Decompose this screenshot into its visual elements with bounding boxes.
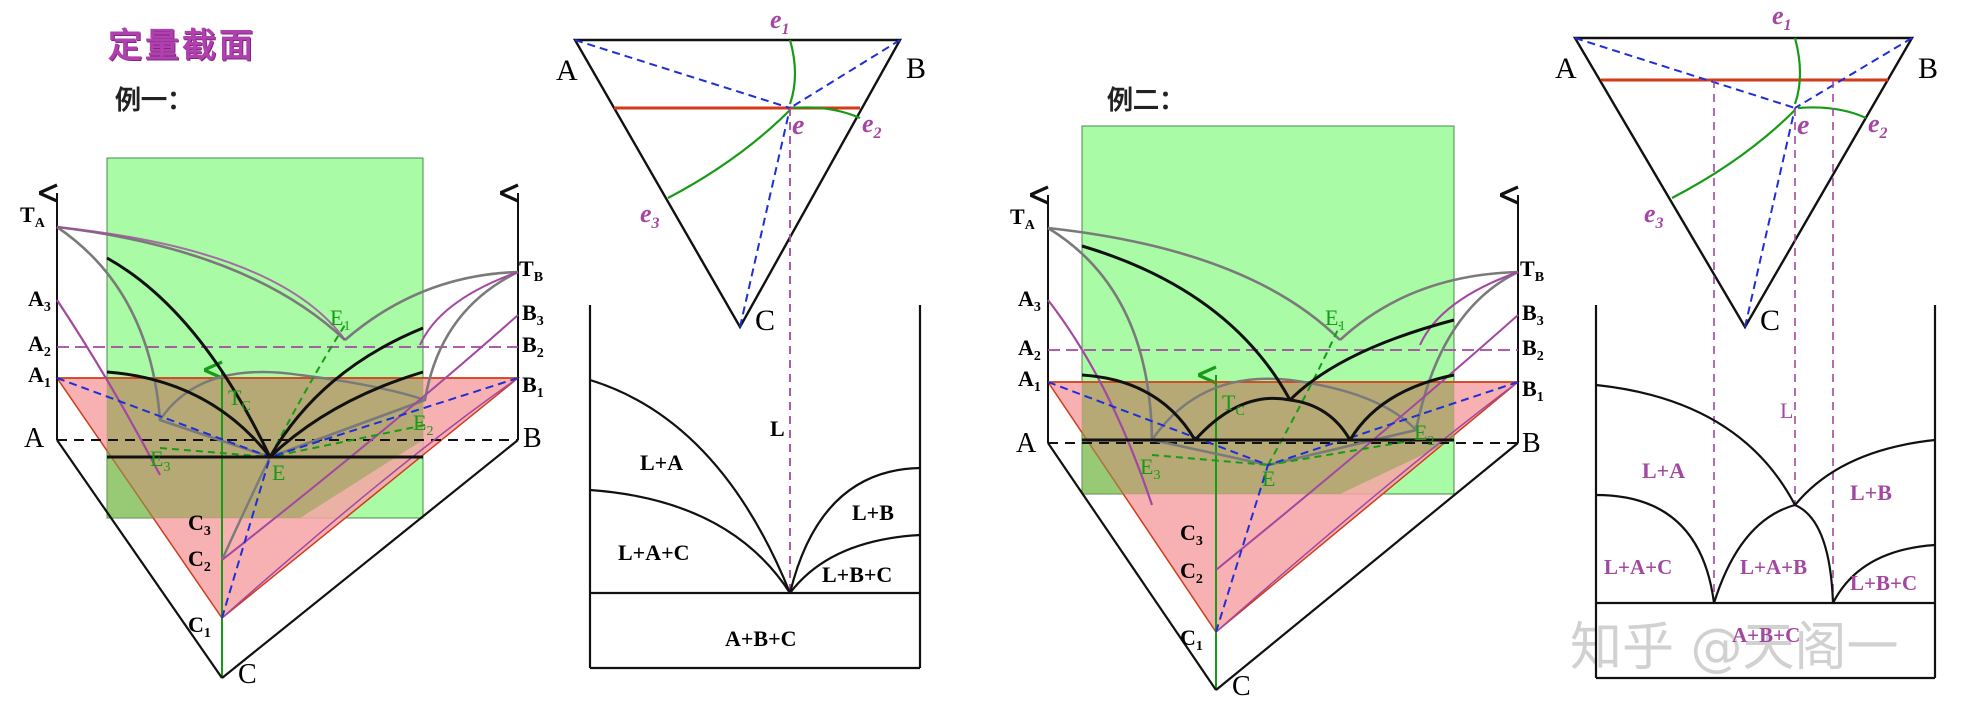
label-A3-1: A3	[28, 286, 51, 315]
label-B2-2: B2	[1522, 335, 1544, 364]
label-TA-2: TA	[1010, 204, 1036, 233]
label-A2-1: A2	[28, 331, 51, 360]
label-A2-2: A2	[1018, 335, 1041, 364]
label-B1-1: B1	[522, 372, 544, 401]
label-TC-1: TC	[228, 385, 251, 414]
section-example-1: L L+A L+B L+A+C L+B+C A+B+C	[588, 305, 922, 670]
label-C3-1: C3	[188, 510, 211, 539]
section-example-2: L L+A L+B L+A+C L+A+B L+B+C A+B+C	[1594, 305, 1937, 680]
label-TA-1: TA	[20, 202, 46, 231]
label-C1-2: C1	[1180, 625, 1203, 654]
label-E3-2: E3	[1140, 454, 1160, 483]
label-e-t2: e	[1797, 110, 1809, 141]
prism-example-2: A B C TA TB A3 A2 A1 B3 B2 B1 C1 C2 C3 E…	[1010, 125, 1544, 702]
label-A1-1: A1	[28, 362, 51, 391]
region-LB-2: L+B	[1850, 480, 1892, 505]
label-E-1: E	[272, 460, 285, 485]
label-B2-1: B2	[522, 332, 544, 361]
label-A3-2: A3	[1018, 286, 1041, 315]
label-e3-t2: e3	[1644, 199, 1664, 232]
triangle-example-2: A B C e1 e2 e3 e	[1555, 1, 1938, 600]
label-E2-1: E2	[413, 410, 433, 439]
triangle-example-1: A B C e1 e2 e3 e	[556, 5, 926, 590]
region-LBC-2: L+B+C	[1850, 571, 1917, 595]
label-e2-t1: e2	[862, 109, 882, 142]
label-B-2: B	[1522, 428, 1541, 459]
label-e1-t1: e1	[770, 5, 790, 38]
label-A-1: A	[24, 423, 45, 454]
label-E-2: E	[1262, 466, 1275, 491]
region-L-1: L	[770, 416, 785, 441]
label-C3-2: C3	[1180, 520, 1203, 549]
example-1-label: 例一：	[115, 86, 194, 116]
label-C1-1: C1	[188, 612, 211, 641]
label-e3-t1: e3	[640, 199, 660, 232]
label-C-2: C	[1232, 671, 1251, 702]
label-A-2: A	[1016, 428, 1037, 459]
label-C2-1: C2	[188, 546, 211, 575]
label-TB-1: TB	[519, 256, 543, 285]
label-B-1: B	[523, 423, 542, 454]
label-C-t1: C	[755, 304, 775, 337]
prism-example-1: A B C TA TB A3 A2 A1 B3 B2 B1 C1 C2 C3 E…	[20, 157, 544, 690]
watermark: 知乎 @天阁一	[1570, 618, 1899, 678]
label-E1-1: E1	[330, 305, 350, 334]
region-LA-1: L+A	[640, 450, 683, 475]
label-C2-2: C2	[1180, 558, 1203, 587]
label-C-t2: C	[1760, 304, 1780, 337]
label-e1-t2: e1	[1772, 1, 1792, 34]
label-e2-t2: e2	[1868, 109, 1888, 142]
region-LA-2: L+A	[1642, 458, 1685, 483]
region-LAB-2: L+A+B	[1740, 555, 1807, 579]
label-A-t2: A	[1555, 52, 1577, 85]
region-ABC-1: A+B+C	[725, 626, 797, 651]
label-A-t1: A	[556, 54, 578, 87]
label-E2-2: E2	[1414, 420, 1434, 449]
region-LBC-1: L+B+C	[822, 562, 892, 587]
label-B1-2: B1	[1522, 376, 1544, 405]
example-2-label: 例二：	[1107, 86, 1186, 116]
label-C-1: C	[238, 659, 257, 690]
label-TC-2: TC	[1222, 390, 1245, 419]
label-B-t2: B	[1918, 52, 1938, 85]
label-TB-2: TB	[1520, 256, 1544, 285]
label-B3-1: B3	[522, 300, 544, 329]
label-e-t1: e	[792, 110, 804, 141]
label-B3-2: B3	[1522, 300, 1544, 329]
label-A1-2: A1	[1018, 366, 1041, 395]
region-L-2: L	[1780, 398, 1793, 423]
diagram-title: 定量截面	[108, 26, 256, 66]
region-ABC-2: A+B+C	[1732, 623, 1800, 647]
label-E3-1: E3	[150, 446, 170, 475]
region-LB-1: L+B	[852, 500, 894, 525]
label-E1-2: E1	[1325, 305, 1345, 334]
region-LAC-2: L+A+C	[1604, 555, 1672, 579]
label-B-t1: B	[906, 52, 926, 85]
region-LAC-1: L+A+C	[618, 540, 690, 565]
